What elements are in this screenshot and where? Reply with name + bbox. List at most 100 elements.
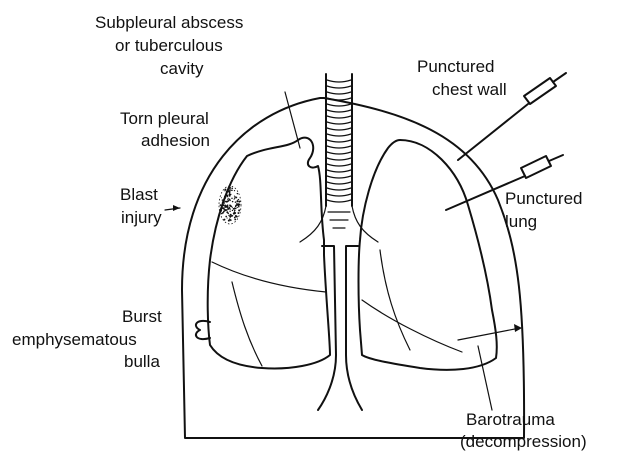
- blast-speckle: [232, 210, 233, 211]
- blast-speckle: [224, 209, 226, 211]
- blast-speckle: [237, 200, 238, 201]
- blast-speckle: [229, 194, 230, 195]
- punctured-lung-right: [359, 140, 497, 370]
- blast-speckle: [232, 207, 233, 208]
- collapsed-lung-left: [208, 138, 330, 369]
- trachea-ring: [327, 92, 351, 94]
- blast-speckle: [237, 207, 238, 208]
- blast-speckle: [228, 220, 230, 222]
- blast-speckle: [222, 201, 224, 203]
- blast-speckle: [235, 215, 237, 217]
- blast-speckle: [234, 211, 235, 212]
- blast-speckle: [224, 201, 225, 202]
- trachea-ring: [327, 170, 351, 172]
- blast-speckle: [238, 206, 240, 208]
- blast-speckle: [230, 220, 231, 221]
- trachea-ring: [327, 110, 351, 112]
- arrow-blast: [173, 205, 180, 211]
- blast-speckle: [234, 219, 236, 221]
- trachea-ring: [327, 200, 351, 202]
- blast-speckle: [222, 199, 223, 200]
- blast-speckle: [227, 189, 228, 190]
- trachea-ring: [327, 134, 351, 136]
- blast-speckle: [222, 204, 224, 206]
- label-punctured-lung: Punctured lung: [505, 189, 587, 231]
- blast-speckle: [225, 216, 227, 218]
- blast-speckle: [238, 209, 240, 211]
- blast-speckle: [222, 207, 224, 209]
- blast-speckle: [226, 191, 227, 192]
- trachea-ring: [327, 146, 351, 148]
- blast-speckle: [224, 196, 225, 197]
- blast-speckle: [223, 219, 225, 221]
- blast-speckle: [234, 198, 235, 199]
- blast-speckle: [238, 213, 239, 214]
- blast-speckle: [234, 207, 236, 209]
- blast-speckle: [234, 210, 235, 211]
- blast-speckle: [231, 198, 232, 199]
- blast-speckle: [230, 214, 232, 216]
- blast-speckle: [224, 188, 226, 190]
- blast-speckle: [233, 213, 235, 215]
- blast-speckle: [238, 201, 240, 203]
- trachea-ring: [327, 164, 351, 166]
- label-torn-adhesion: Torn pleural adhesion: [120, 109, 214, 150]
- blast-speckle: [227, 199, 228, 200]
- trachea-ring: [327, 182, 351, 184]
- arrow-decompression: [514, 324, 522, 332]
- blast-speckle: [232, 201, 233, 202]
- blast-speckle: [221, 197, 222, 198]
- blast-speckle: [237, 193, 238, 194]
- blast-speckle: [238, 204, 240, 206]
- lung-fissure-left: [212, 262, 326, 292]
- trachea-ring: [327, 188, 351, 190]
- blast-speckle: [226, 195, 228, 197]
- blast-speckle: [229, 200, 230, 201]
- blast-speckle: [230, 216, 231, 217]
- trachea-ring: [327, 80, 351, 82]
- leader-decompression: [458, 328, 520, 340]
- blast-speckle: [224, 206, 226, 208]
- blast-speckle: [229, 211, 230, 212]
- blast-speckle: [229, 204, 231, 206]
- label-blast-injury: Blast injury: [120, 185, 163, 227]
- blast-speckle: [229, 207, 230, 208]
- blast-speckle: [229, 187, 231, 189]
- blast-speckle: [235, 201, 237, 203]
- blast-speckle: [227, 218, 228, 219]
- blast-speckle: [234, 190, 235, 191]
- blast-speckle: [231, 187, 233, 189]
- trachea-ring: [327, 194, 351, 196]
- blast-speckle: [238, 199, 240, 201]
- blast-speckle: [220, 209, 221, 210]
- blast-speckle: [229, 188, 231, 190]
- blast-speckle: [228, 215, 229, 216]
- blast-speckle: [227, 212, 229, 214]
- trachea-ring: [327, 158, 351, 160]
- blast-speckle: [234, 199, 235, 200]
- leader-subpleural: [285, 92, 300, 148]
- trachea-ring: [327, 86, 351, 88]
- trachea-ring: [327, 116, 351, 118]
- blast-speckle: [225, 201, 227, 203]
- trachea-ring: [327, 122, 351, 124]
- blast-speckle: [231, 190, 232, 191]
- trachea-ring: [327, 104, 351, 106]
- blast-speckle: [229, 208, 230, 209]
- label-subpleural: Subpleural abscess or tuberculous cavity: [95, 13, 248, 78]
- leader-barotrauma: [478, 346, 492, 410]
- blast-speckle: [225, 196, 226, 197]
- blast-speckle: [220, 204, 222, 206]
- blast-speckle: [228, 198, 229, 199]
- trachea-ring: [327, 176, 351, 178]
- blast-speckle: [229, 191, 231, 193]
- trachea-ring: [327, 128, 351, 130]
- blast-speckle: [236, 197, 237, 198]
- label-punctured-chest-wall: Punctured chest wall: [417, 57, 507, 99]
- blast-speckle: [226, 194, 227, 195]
- trachea-ring: [327, 140, 351, 142]
- blast-speckle: [221, 213, 223, 215]
- blast-speckle: [234, 195, 235, 196]
